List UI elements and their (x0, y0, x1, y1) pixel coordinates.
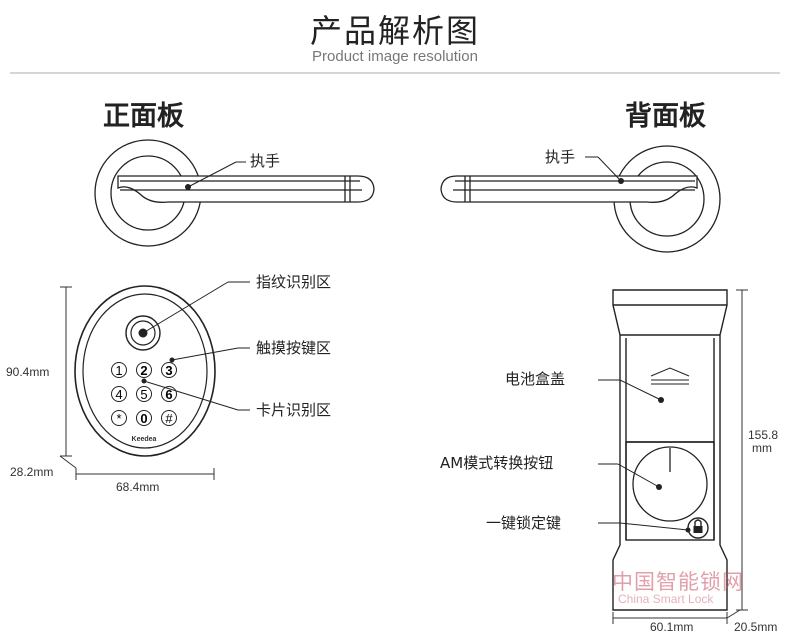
front-dimensions (59, 286, 215, 480)
back-handle (440, 145, 721, 253)
lock-key-button (687, 517, 709, 539)
card-leader (141, 378, 250, 411)
am-button-leader (598, 463, 662, 490)
key-star: * (116, 411, 121, 426)
lock-key-label: 一键锁定键 (486, 514, 562, 532)
back-panel-title: 背面板 (625, 101, 706, 132)
key-hash: # (165, 411, 173, 426)
touch-keypad-label: 触摸按键区 (256, 339, 332, 357)
keypad-leader (169, 347, 250, 363)
front-handle-label: 执手 (250, 152, 281, 170)
fingerprint-leader (140, 281, 250, 336)
front-depth-dimension: 28.2mm (10, 465, 54, 479)
back-dimensions (612, 289, 748, 624)
keypad: 1 2 3 4 5 6 * 0 # Keedea (111, 362, 177, 443)
card-reader-label: 卡片识别区 (256, 401, 332, 419)
battery-cover-label: 电池盒盖 (505, 370, 566, 388)
watermark-subtext: China Smart Lock (618, 592, 714, 606)
front-handle-leader (185, 161, 246, 190)
am-mode-button-label: AM模式转换按钮 (440, 454, 554, 472)
battery-cover-leader (598, 379, 664, 403)
page-subtitle: Product image resolution (312, 48, 478, 65)
front-panel-body (74, 285, 216, 457)
key-1: 1 (115, 363, 122, 378)
lock-key-leader (598, 522, 691, 533)
back-panel-body (612, 289, 728, 611)
back-height-dimension-value: 155.8 (748, 428, 779, 442)
back-depth-dimension: 20.5mm (734, 620, 778, 634)
battery-cover-vent (650, 367, 690, 385)
key-0: 0 (140, 411, 147, 426)
key-6: 6 (165, 387, 172, 402)
front-width-dimension: 68.4mm (116, 480, 160, 494)
watermark: 中国智能锁网 (612, 570, 744, 594)
back-handle-leader (585, 156, 624, 184)
front-height-dimension: 90.4mm (6, 365, 50, 379)
key-5: 5 (140, 387, 147, 402)
front-panel-title: 正面板 (103, 101, 184, 132)
fingerprint-label: 指纹识别区 (256, 273, 332, 291)
key-3: 3 (165, 363, 172, 378)
key-4: 4 (115, 387, 122, 402)
back-width-dimension: 60.1mm (650, 620, 694, 634)
page-title: 产品解析图 (309, 12, 480, 50)
back-height-dimension-unit: mm (752, 441, 772, 455)
back-handle-label: 执手 (545, 148, 576, 166)
key-2: 2 (140, 363, 147, 378)
brand-logo: Keedea (132, 436, 157, 443)
front-handle (94, 139, 375, 247)
am-mode-knob (632, 446, 708, 522)
